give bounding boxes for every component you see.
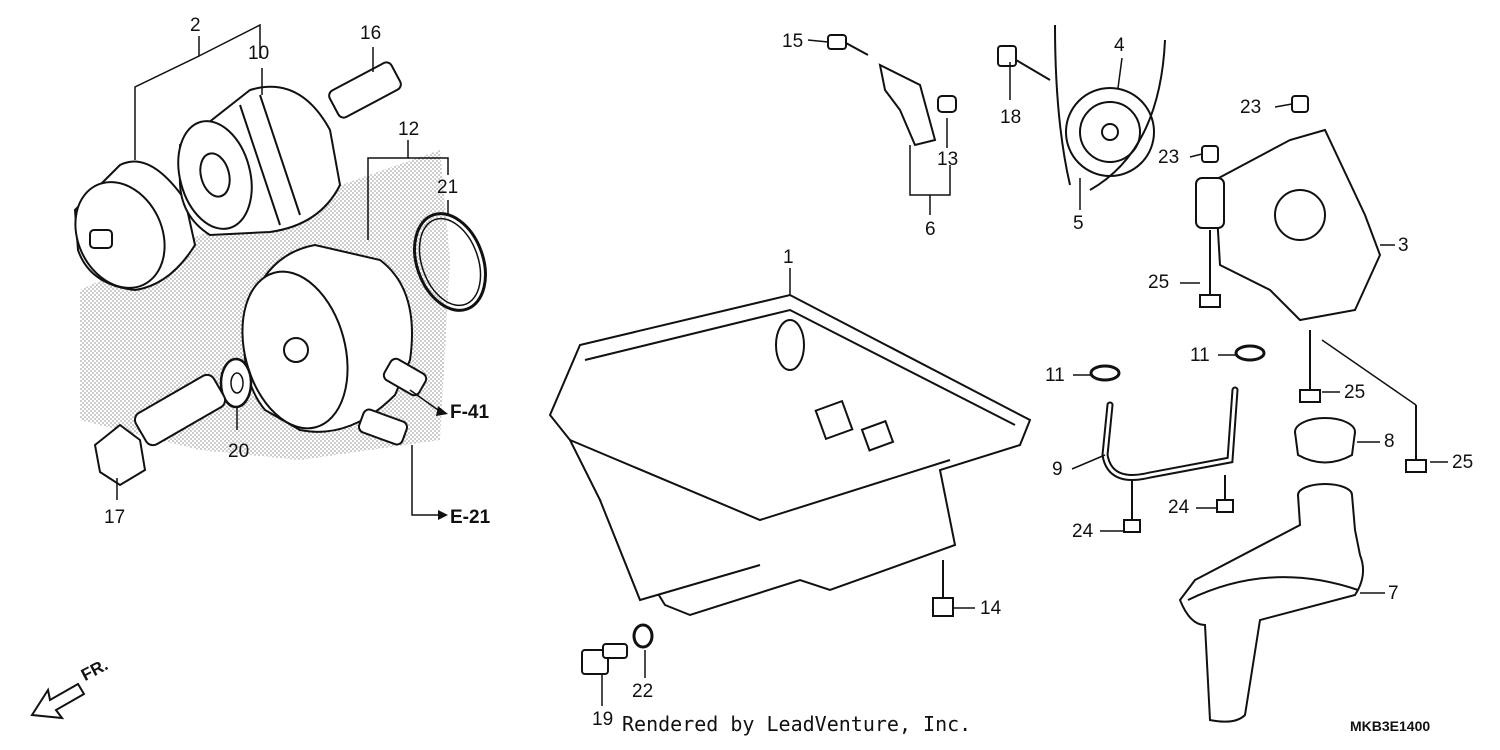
washer-hole bbox=[230, 372, 244, 394]
callout-6: 6 bbox=[925, 219, 936, 240]
callout-20: 20 bbox=[228, 441, 250, 462]
o-ring-part-11b bbox=[1234, 344, 1266, 362]
bracket-part-6 bbox=[878, 63, 937, 147]
sprocket-part-4 bbox=[1065, 87, 1155, 177]
chain-part-5 bbox=[1054, 24, 1166, 191]
callout-16: 16 bbox=[360, 23, 382, 44]
oil-cooler-part-12 bbox=[241, 243, 428, 446]
callout-5: 5 bbox=[1073, 213, 1084, 234]
callout-25a: 25 bbox=[1148, 272, 1170, 293]
callout-8: 8 bbox=[1384, 431, 1395, 452]
strainer-part-7 bbox=[1178, 483, 1365, 723]
oil-filter-part-2 bbox=[73, 160, 197, 292]
bolt-part-14 bbox=[932, 560, 954, 617]
front-arrow-icon bbox=[30, 682, 86, 720]
washer-part-22 bbox=[632, 623, 654, 649]
credit-text: Rendered by LeadVenture, Inc. bbox=[622, 712, 972, 736]
callout-13: 13 bbox=[937, 149, 959, 170]
callout-21: 21 bbox=[437, 177, 459, 198]
callout-22: 22 bbox=[632, 681, 654, 702]
bolt-part-25b bbox=[1299, 330, 1321, 403]
callout-23b: 23 bbox=[1158, 147, 1180, 168]
callout-11a: 11 bbox=[1045, 365, 1065, 386]
bolt-part-16 bbox=[328, 61, 402, 119]
callout-4: 4 bbox=[1114, 35, 1125, 56]
callout-2: 2 bbox=[190, 15, 201, 36]
ref-e21-link[interactable]: E-21 bbox=[450, 507, 491, 528]
callout-1: 1 bbox=[783, 247, 794, 268]
bolt-part-24b bbox=[1216, 475, 1234, 513]
callout-23a: 23 bbox=[1240, 97, 1262, 118]
bolt-part-15 bbox=[827, 34, 869, 56]
callout-24a: 24 bbox=[1072, 521, 1094, 542]
bolt-part-25c bbox=[1405, 405, 1427, 473]
callout-10: 10 bbox=[248, 43, 270, 64]
oil-filter-part-10 bbox=[177, 85, 342, 237]
diagram-code: MKB3E1400 bbox=[1350, 718, 1431, 734]
bolt-part-18 bbox=[997, 45, 1051, 81]
ref-f41-link[interactable]: F-41 bbox=[450, 402, 490, 423]
callout-25b: 25 bbox=[1344, 382, 1366, 403]
callout-18: 18 bbox=[1000, 107, 1022, 128]
union-bolt-part-17 bbox=[93, 373, 227, 487]
callout-24b: 24 bbox=[1168, 497, 1190, 518]
f41-arrow-icon bbox=[436, 406, 448, 416]
callout-11b: 11 bbox=[1190, 345, 1210, 366]
callout-14: 14 bbox=[980, 598, 1002, 619]
bolt-part-24a bbox=[1123, 480, 1141, 533]
bolt-part-25a bbox=[1199, 230, 1221, 308]
callout-15: 15 bbox=[782, 31, 804, 52]
drain-bolt-part-19 bbox=[581, 643, 628, 675]
callout-3: 3 bbox=[1398, 235, 1409, 256]
oil-pump-part-3 bbox=[1195, 128, 1382, 322]
callout-7: 7 bbox=[1388, 583, 1399, 604]
pipe-part-9-inner bbox=[1103, 388, 1237, 479]
oil-pan-part-1 bbox=[548, 293, 1032, 617]
callout-19: 19 bbox=[592, 709, 614, 730]
o-ring-part-21 bbox=[413, 212, 487, 312]
dowel-pin-part-23a bbox=[1291, 95, 1309, 113]
callout-25c: 25 bbox=[1452, 452, 1474, 473]
pipe-part-9 bbox=[1101, 386, 1239, 481]
callout-17: 17 bbox=[104, 507, 126, 528]
callout-9: 9 bbox=[1052, 459, 1063, 480]
callout-12: 12 bbox=[398, 119, 420, 140]
dowel-pin-part-23b bbox=[1201, 145, 1219, 163]
seal-part-8 bbox=[1294, 417, 1356, 464]
collar-part-13 bbox=[937, 95, 957, 113]
leader-lines bbox=[116, 23, 1448, 706]
e21-arrow-icon bbox=[438, 510, 448, 520]
o-ring-inner-line bbox=[418, 217, 482, 307]
o-ring-part-11a bbox=[1089, 364, 1121, 382]
